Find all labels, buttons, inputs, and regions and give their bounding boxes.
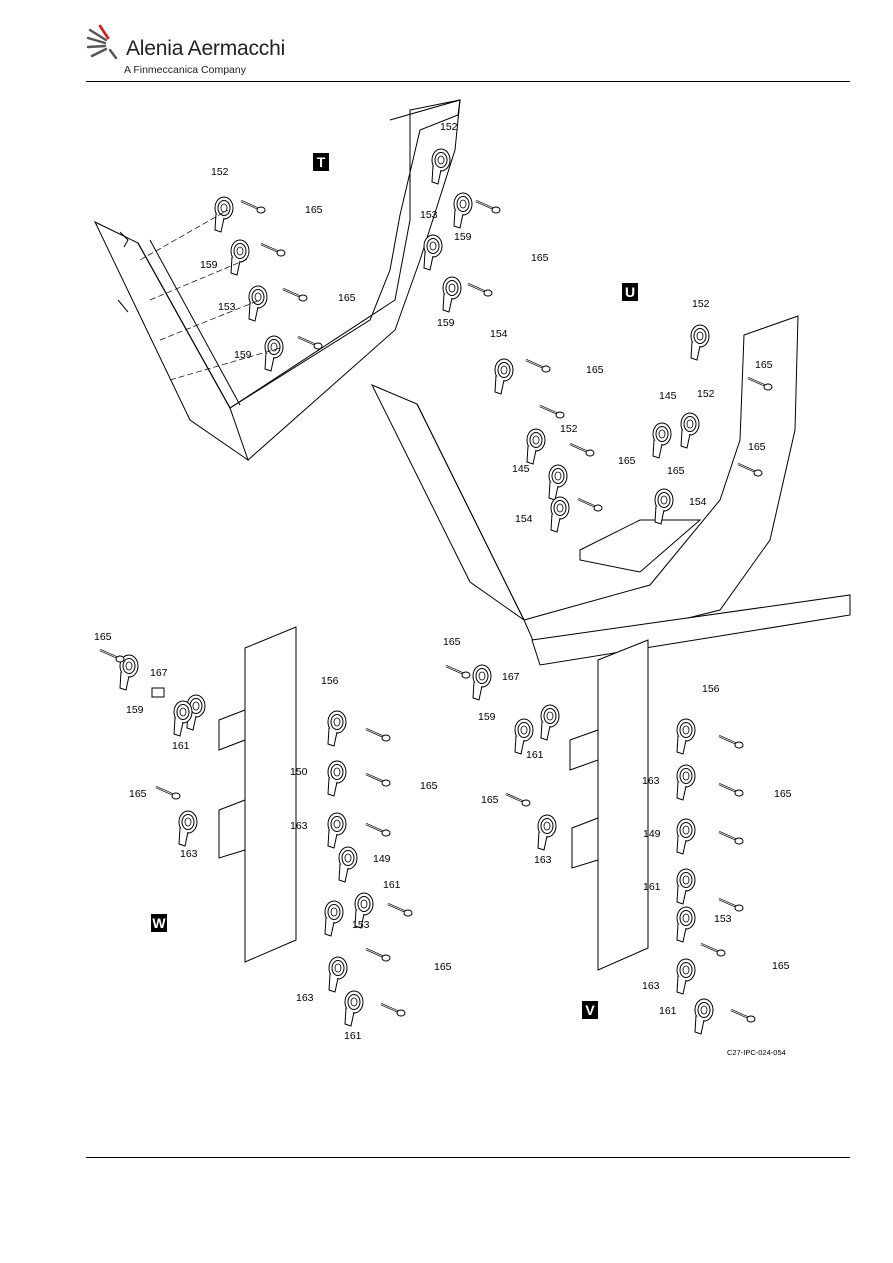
callouts-u: 152 165 154 165 145 152 152 165 165 145 … xyxy=(490,298,773,525)
callout: 154 xyxy=(515,513,533,525)
callout: 165 xyxy=(129,788,147,800)
callout: 163 xyxy=(296,992,314,1004)
callout: 153 xyxy=(420,209,438,221)
callout: 156 xyxy=(702,683,720,695)
callout: 163 xyxy=(290,820,308,832)
callout: 165 xyxy=(443,636,461,648)
callout: 152 xyxy=(440,121,458,133)
callout: 165 xyxy=(618,455,636,467)
callout: 149 xyxy=(643,828,661,840)
callout: 159 xyxy=(478,711,496,723)
view-label-w: W xyxy=(152,915,166,931)
callout: 150 xyxy=(290,766,308,778)
callout: 167 xyxy=(502,671,520,683)
view-label-t: T xyxy=(317,154,326,170)
callouts-v: 165 167 159 161 165 163 156 163 165 149 … xyxy=(443,636,792,1017)
callout: 159 xyxy=(200,259,218,271)
callout: 153 xyxy=(352,919,370,931)
callout: 154 xyxy=(689,496,707,508)
callout: 161 xyxy=(344,1030,362,1042)
callout: 165 xyxy=(305,204,323,216)
callout: 156 xyxy=(321,675,339,687)
callout: 165 xyxy=(748,441,766,453)
callouts-t: 152 165 159 153 165 159 152 153 159 165 … xyxy=(200,121,549,361)
callout: 153 xyxy=(218,301,236,313)
alenia-swirl-logo-icon xyxy=(86,24,118,60)
callout: 159 xyxy=(234,349,252,361)
callout: 163 xyxy=(180,848,198,860)
callout: 153 xyxy=(714,913,732,925)
callout: 163 xyxy=(534,854,552,866)
callout: 161 xyxy=(383,879,401,891)
callout: 161 xyxy=(659,1005,677,1017)
header-rule xyxy=(86,81,850,82)
callout: 165 xyxy=(755,359,773,371)
callout: 161 xyxy=(172,740,190,752)
callout: 165 xyxy=(531,252,549,264)
footer-rule xyxy=(86,1157,850,1158)
page-header: Alenia Aermacchi A Finmeccanica Company xyxy=(0,0,893,82)
callout: 165 xyxy=(338,292,356,304)
view-labels: T U W V xyxy=(151,153,638,1019)
callouts-w: 165 167 159 161 165 163 156 150 165 163 … xyxy=(94,631,452,1042)
view-v-assembly xyxy=(569,639,649,971)
callout: 165 xyxy=(434,961,452,973)
callout: 161 xyxy=(526,749,544,761)
callout: 152 xyxy=(211,166,229,178)
callout: 152 xyxy=(560,423,578,435)
callout: 159 xyxy=(437,317,455,329)
view-u-assembly xyxy=(370,315,851,666)
callout: 152 xyxy=(692,298,710,310)
brand-tagline: A Finmeccanica Company xyxy=(124,64,246,76)
view-w-parts xyxy=(98,648,414,1027)
view-t-assembly xyxy=(93,99,461,462)
view-u-parts xyxy=(494,324,774,533)
view-label-u: U xyxy=(625,284,635,300)
brand-name: Alenia Aermacchi xyxy=(126,37,286,60)
callout: 159 xyxy=(454,231,472,243)
callout: 165 xyxy=(586,364,604,376)
callout: 161 xyxy=(643,881,661,893)
parts-illustration: T U W V 152 165 159 153 165 159 152 153 … xyxy=(93,99,851,1042)
view-label-v: V xyxy=(585,1002,595,1018)
callout: 163 xyxy=(642,980,660,992)
callout: 149 xyxy=(373,853,391,865)
callout: 152 xyxy=(697,388,715,400)
callout: 165 xyxy=(94,631,112,643)
view-t-parts xyxy=(139,148,502,381)
callout: 159 xyxy=(126,704,144,716)
callout: 165 xyxy=(420,780,438,792)
callout: 145 xyxy=(512,463,530,475)
view-w-assembly xyxy=(218,626,297,963)
callout: 145 xyxy=(659,390,677,402)
callout: 165 xyxy=(774,788,792,800)
figure-id: C27-IPC-024-054 xyxy=(727,1048,786,1057)
callout: 154 xyxy=(490,328,508,340)
callout: 165 xyxy=(772,960,790,972)
callout: 165 xyxy=(481,794,499,806)
callout: 165 xyxy=(667,465,685,477)
company-logo: Alenia Aermacchi A Finmeccanica Company xyxy=(86,22,296,80)
callout: 167 xyxy=(150,667,168,679)
callout: 163 xyxy=(642,775,660,787)
